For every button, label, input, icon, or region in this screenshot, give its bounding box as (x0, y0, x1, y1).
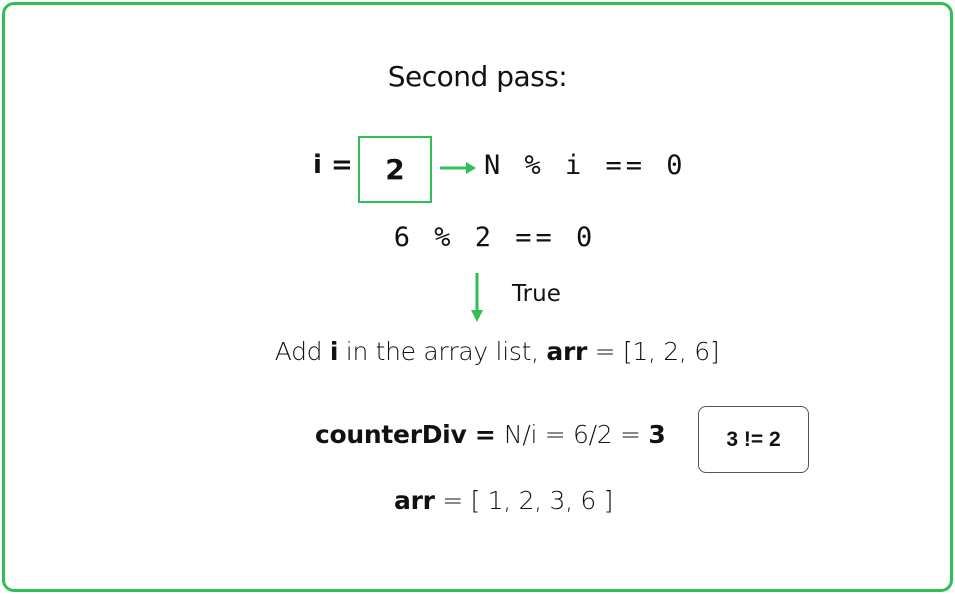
i-value: 2 (385, 153, 405, 186)
counter-eq: = (466, 420, 504, 449)
add-prefix: Add (274, 337, 330, 366)
diagram-title: Second pass: (387, 60, 568, 93)
counter-expr: N/i = 6/2 = (503, 420, 649, 449)
result-label: True (512, 281, 561, 307)
add-arr-name: arr (546, 337, 588, 366)
final-array-line: arr = [ 1, 2, 3, 6 ] (394, 486, 613, 515)
down-arrow-icon (471, 273, 483, 322)
arr-rest: = [ 1, 2, 3, 6 ] (434, 486, 614, 515)
evaluation-text: 6 % 2 == 0 (393, 222, 597, 253)
i-value-box: 2 (358, 136, 432, 203)
add-rest: = [1, 2, 6] (587, 337, 720, 366)
i-label: i = (313, 150, 353, 180)
condition-text: N % i == 0 (484, 150, 687, 181)
add-to-array-line: Add i in the array list, arr = [1, 2, 6] (0, 337, 955, 366)
counter-div-line: counterDiv = N/i = 6/2 = 3 (315, 420, 666, 449)
add-var: i (329, 337, 339, 366)
add-middle: in the array list, (338, 337, 547, 366)
counter-name: counterDiv (315, 420, 467, 449)
arr-name: arr (394, 486, 435, 515)
right-arrow-icon (440, 162, 476, 174)
comparison-box: 3 != 2 (698, 406, 809, 473)
counter-result: 3 (648, 420, 666, 449)
comparison-text: 3 != 2 (726, 427, 781, 451)
